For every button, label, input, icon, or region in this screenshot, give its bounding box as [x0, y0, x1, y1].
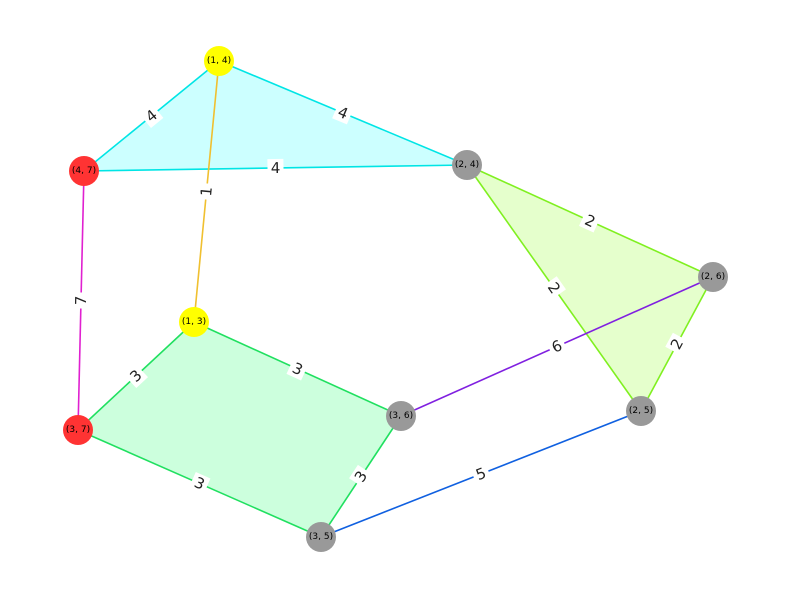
edge-weight-label-background	[546, 335, 568, 358]
node-circle	[204, 46, 234, 76]
node-circle	[452, 150, 482, 180]
edge-weight-label: 2	[578, 209, 602, 233]
node-label: (2, 4)	[455, 160, 479, 170]
node-label: (2, 5)	[629, 406, 653, 416]
node-label: (2, 6)	[701, 272, 725, 282]
node-n36: (3, 6)	[386, 401, 416, 431]
edge-weight-label-background	[578, 209, 602, 233]
node-n24: (2, 4)	[452, 150, 482, 180]
edge-weight-label: 4	[139, 103, 164, 129]
edge-weight-label-background	[124, 363, 148, 389]
edge-weight-text: 4	[271, 159, 281, 177]
node-label: (1, 3)	[182, 317, 206, 327]
edge-weight-label: 2	[542, 276, 566, 300]
nodes-layer: (1, 4) (4, 7) (2, 4) (2, 6) (1, 3) (3, 6) (3, …	[63, 46, 728, 552]
edge-weight-label-background	[332, 101, 354, 125]
regions-layer	[78, 61, 713, 537]
edge-weight-label-background	[542, 276, 566, 300]
edge-weight-label: 2	[665, 332, 689, 356]
edge-weight-label: 3	[188, 472, 211, 495]
node-circle	[698, 262, 728, 292]
edge-weight-label-background	[665, 332, 689, 356]
edge-weight-label: 5	[470, 462, 492, 486]
node-circle	[386, 401, 416, 431]
edge-weight-label: 3	[124, 363, 148, 389]
node-label: (3, 6)	[389, 411, 413, 421]
region-lime-triangle	[467, 165, 713, 411]
node-circle	[63, 415, 93, 445]
edge-weight-label: 1	[196, 182, 217, 201]
edge-weight-label: 7	[71, 292, 91, 309]
edge-weight-label-background	[267, 158, 284, 178]
edge-weight-text: 7	[72, 296, 90, 306]
edge-weight-label: 3	[349, 464, 373, 489]
node-label: (3, 5)	[309, 532, 333, 542]
edge-weight-label-background	[286, 357, 309, 381]
edge-weight-label-background	[196, 182, 217, 201]
node-n14: (1, 4)	[204, 46, 234, 76]
edge-weight-label-background	[349, 464, 373, 489]
node-n47: (4, 7)	[69, 156, 99, 186]
node-n25: (2, 5)	[626, 396, 656, 426]
node-circle	[69, 156, 99, 186]
edge-weight-label: 4	[332, 101, 354, 125]
node-circle	[626, 396, 656, 426]
node-n37: (3, 7)	[63, 415, 93, 445]
edge-weight-text: 1	[197, 186, 216, 197]
edge-weight-label-background	[188, 472, 211, 495]
node-n35: (3, 5)	[306, 522, 336, 552]
node-n13: (1, 3)	[179, 307, 209, 337]
edge-weight-label: 4	[267, 158, 284, 178]
edge-weight-label: 3	[286, 357, 309, 381]
region-cyan-triangle	[84, 61, 467, 171]
edge-weight-label-background	[470, 462, 492, 486]
node-circle	[179, 307, 209, 337]
node-label: (4, 7)	[72, 166, 96, 176]
node-n26: (2, 6)	[698, 262, 728, 292]
edge-weight-label: 6	[546, 335, 568, 358]
node-label: (1, 4)	[207, 56, 231, 66]
node-label: (3, 7)	[66, 425, 90, 435]
node-circle	[306, 522, 336, 552]
edge-weight-label-background	[71, 292, 91, 309]
edge-labels-layer: 4 4 4 1 7 2 2 2 3 3 3 3 6 5	[71, 101, 689, 495]
region-green-quad	[78, 322, 401, 537]
edge-weight-label-background	[139, 103, 164, 129]
